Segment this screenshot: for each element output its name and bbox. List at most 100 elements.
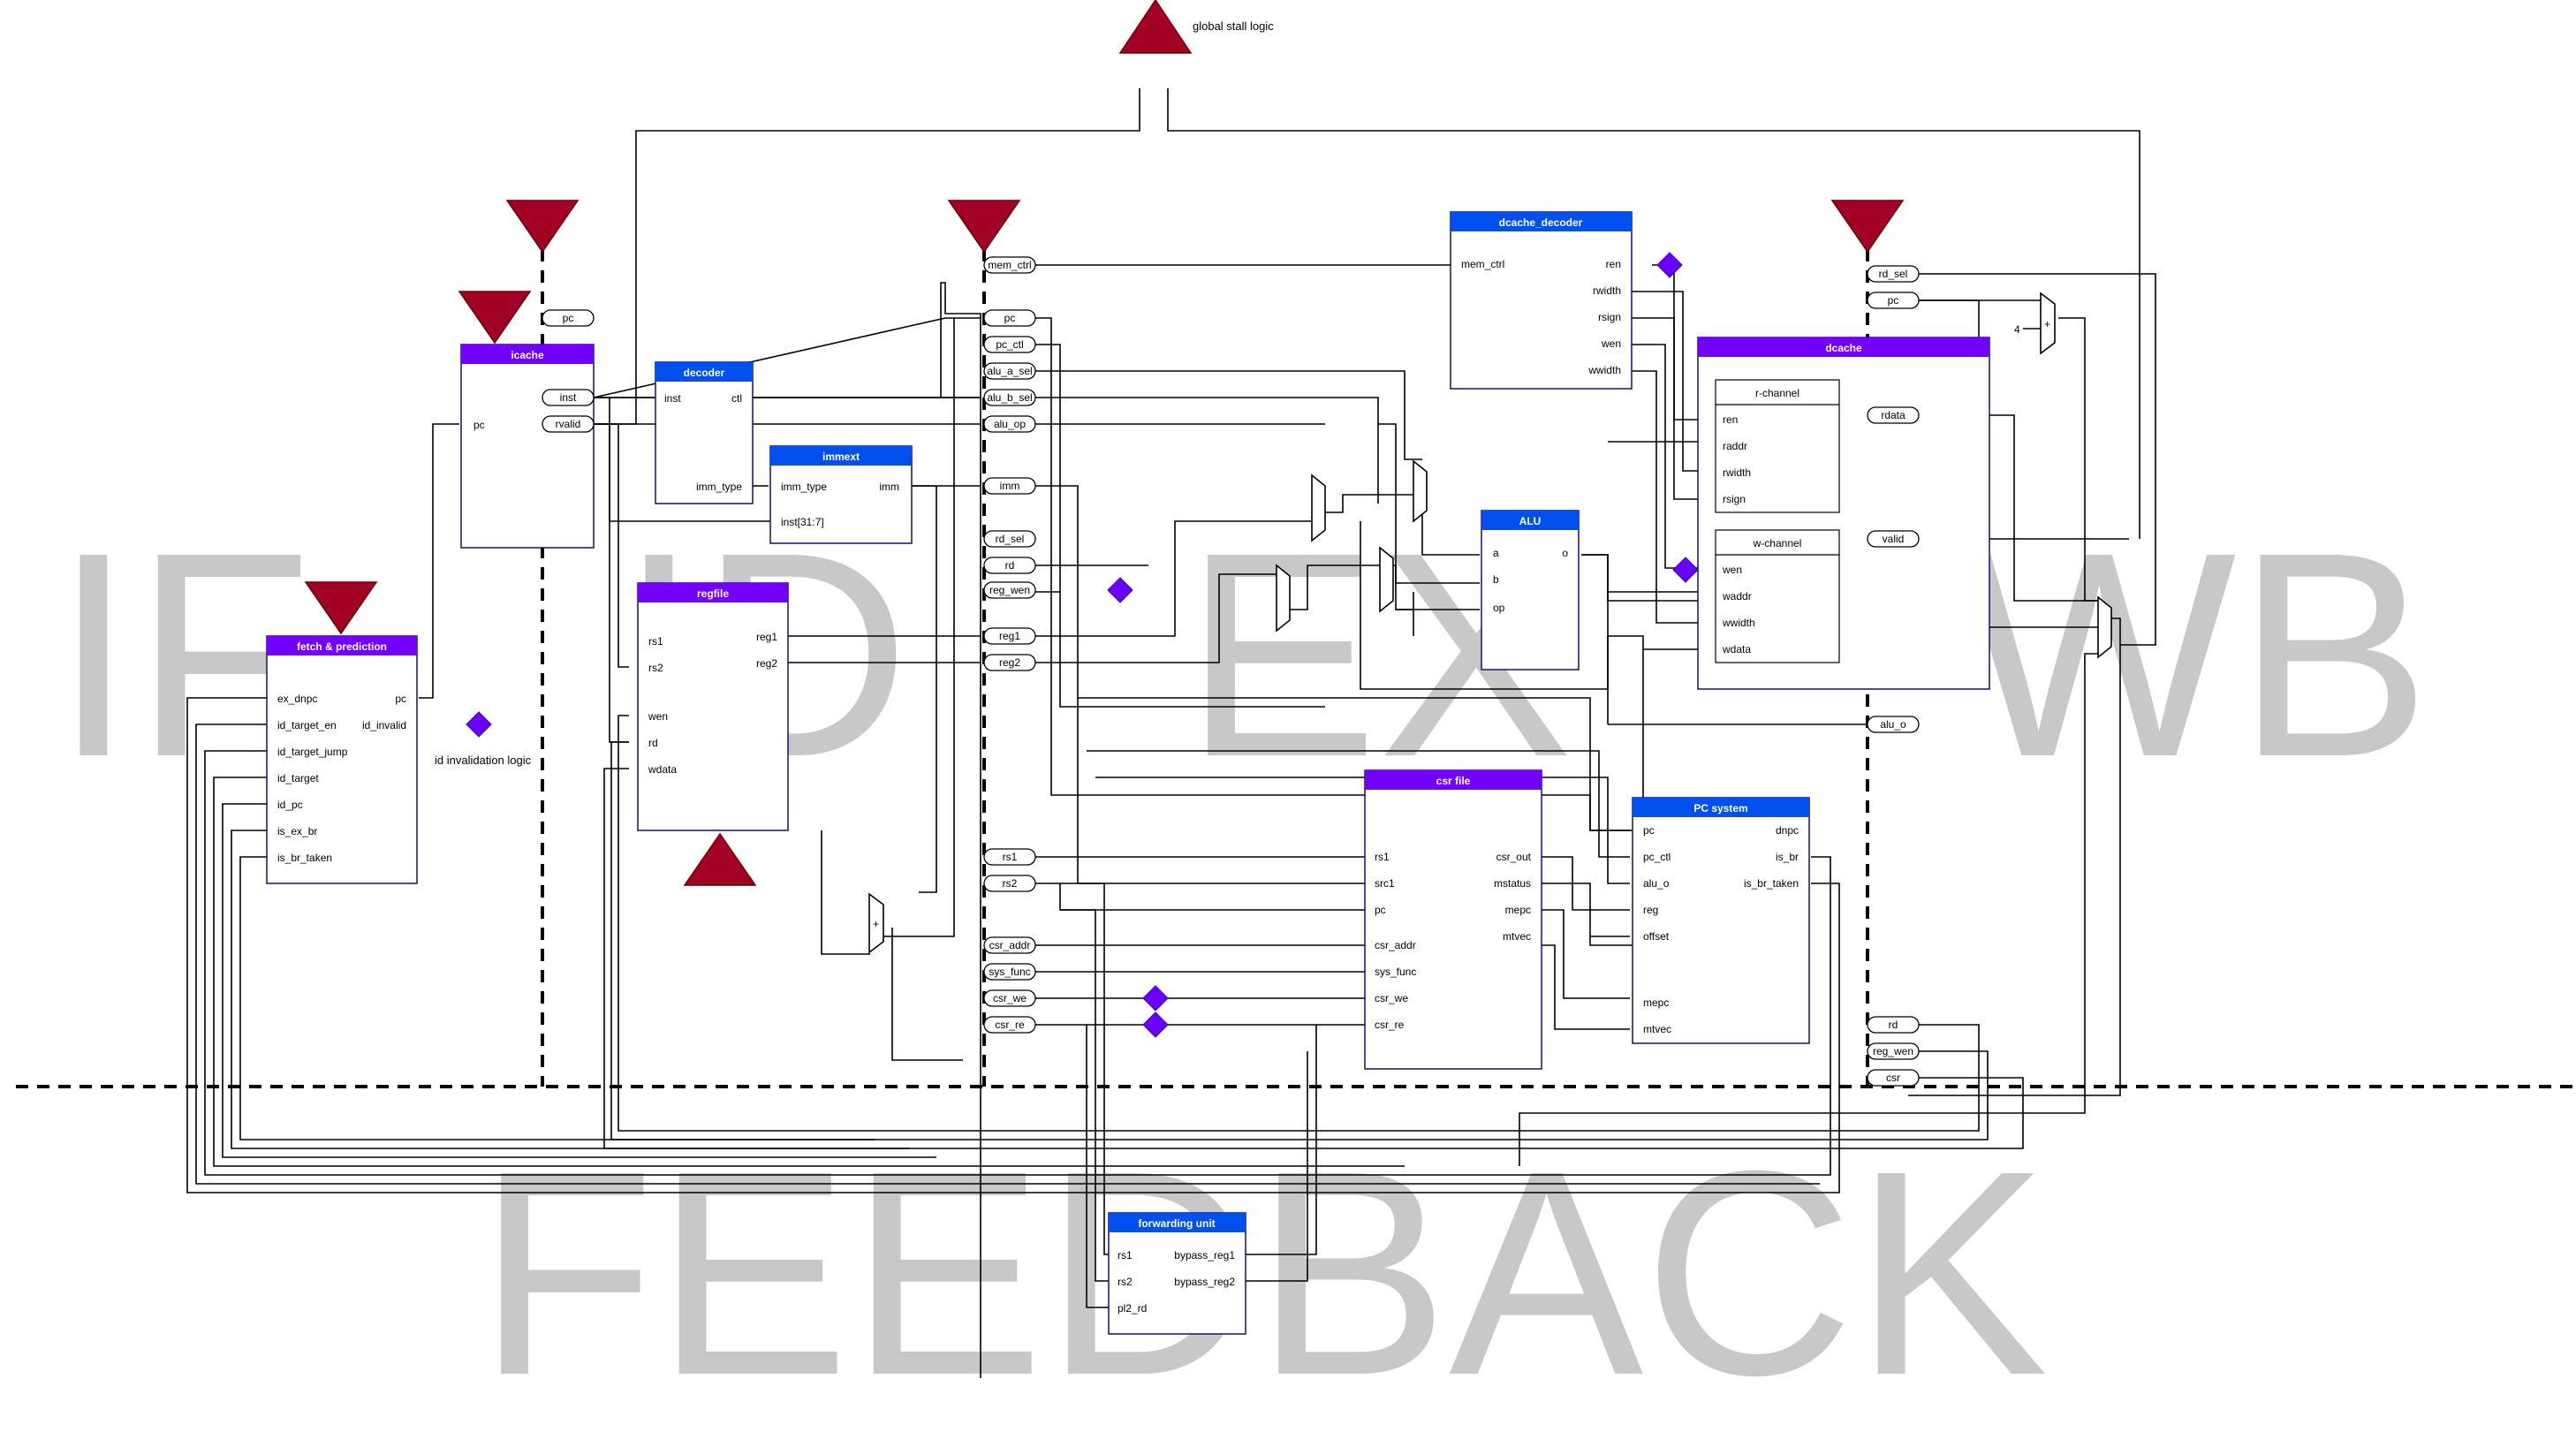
fetch-port-id-target-en: id_target_en [277,719,337,731]
id-ex-reg-rd-sel: rd_sel [996,533,1025,545]
regfile-port-rs2: rs2 [648,662,663,674]
ex-wb-reg-rd-sel: rd_sel [1879,268,1908,280]
regfile-port-wen: wen [648,710,668,723]
ex-wb-reg-rdata: rdata [1881,409,1905,421]
w-channel-port-wen: wen [1722,564,1742,576]
mux-alu-a [1311,474,1326,542]
pc-system-block: PC system pc pc_ctl alu_o reg offset mep… [1632,797,1810,1044]
pc-system-port-is-br: is_br [1776,851,1799,863]
id-ex-reg-sys-func: sys_func [989,966,1030,978]
id-ex-reg-rs1: rs1 [1003,851,1018,863]
adder-id-label: + [873,918,879,930]
junction-diamond [466,711,492,738]
r-channel-port-raddr: raddr [1723,440,1747,452]
pc-system-port-reg: reg [1643,904,1658,916]
pc-system-port-is-br-taken: is_br_taken [1744,877,1799,890]
pc-system-port-offset: offset [1643,930,1670,943]
dcache-decoder-port-wen: wen [1601,337,1621,350]
w-channel-port-waddr: waddr [1722,590,1752,602]
id-ex-reg-pc: pc [1004,312,1016,324]
fetch-title: fetch & prediction [297,640,387,653]
csr-port-sys-func: sys_func [1375,966,1416,978]
forwarding-unit-block: forwarding unit rs1 rs2 pl2_rd bypass_re… [1108,1212,1246,1335]
r-channel-port-rwidth: rwidth [1723,466,1751,479]
fetch-port-ex-dnpc: ex_dnpc [277,693,317,705]
csr-port-rs1: rs1 [1375,851,1390,863]
alu-port-o: o [1562,547,1568,559]
id-ex-reg-csr-addr: csr_addr [989,939,1031,951]
forwarding-port-bypass-reg1: bypass_reg1 [1174,1249,1235,1262]
immext-port-inst: inst[31:7] [781,516,824,528]
forwarding-title: forwarding unit [1138,1217,1215,1230]
adder-wb [2040,292,2056,355]
w-channel-port-wwidth: wwidth [1722,617,1755,629]
regfile-port-rd: rd [648,737,658,749]
decoder-port-inst: inst [664,392,681,405]
regfile-port-rs1: rs1 [648,635,663,648]
immext-block: immext imm_type imm inst[31:7] [769,445,913,544]
fetch-block: fetch & prediction ex_dnpc id_target_en … [266,635,418,884]
ex-wb-reg-alu-o: alu_o [1880,718,1906,731]
wires [186,88,2156,1378]
fetch-port-id-target-jump: id_target_jump [277,746,348,758]
pc-system-port-dnpc: dnpc [1776,824,1799,837]
if-id-reg-inst: inst [560,391,577,404]
forwarding-port-rs2: rs2 [1118,1276,1133,1288]
regfile-port-wdata: wdata [648,763,677,776]
pc-system-port-pc-ctl: pc_ctl [1643,851,1671,863]
pc-system-title: PC system [1693,802,1747,814]
dcache-decoder-port-rwidth: rwidth [1593,284,1621,297]
r-channel-title: r-channel [1755,387,1799,399]
dcache-decoder-port-rsign: rsign [1598,311,1621,323]
if-id-reg-pc: pc [563,312,574,324]
ex-wb-reg-reg-wen: reg_wen [1873,1045,1913,1057]
muxes [868,292,2112,954]
id-ex-reg-imm: imm [1000,480,1020,492]
csr-port-csr-re: csr_re [1375,1019,1405,1031]
dcache-decoder-port-mem-ctrl: mem_ctrl [1461,258,1504,270]
stall-triangle-if-id [505,200,580,254]
global-stall-label: global stall logic [1193,19,1274,33]
csr-port-mstatus: mstatus [1494,877,1531,890]
junction-diamond [1107,577,1133,603]
dcache-block: dcache r-channel ren raddr rwidth rsign … [1697,337,1990,690]
junction-diamond [1142,985,1169,1011]
id-ex-reg-alu-b-sel: alu_b_sel [987,391,1032,404]
id-ex-reg-mem-ctrl: mem_ctrl [988,259,1031,271]
immext-port-imm: imm [879,481,899,493]
dcache-decoder-port-wwidth: wwidth [1587,364,1621,376]
w-channel-title: w-channel [1753,537,1802,549]
junction-diamond [1656,252,1683,278]
dcache-decoder-port-ren: ren [1606,258,1621,270]
dcache-decoder-title: dcache_decoder [1499,216,1583,229]
stall-triangle-regfile [683,832,757,886]
decoder-title: decoder [684,367,725,379]
id-ex-reg-alu-op: alu_op [994,418,1026,430]
id-ex-reg-reg2: reg2 [999,656,1020,669]
fetch-port-pc: pc [395,693,406,705]
mux-alu-op [1413,459,1428,523]
r-channel-port-rsign: rsign [1723,493,1746,505]
dcache-decoder-block: dcache_decoder mem_ctrl ren rwidth rsign… [1450,211,1633,390]
icache-block: icache pc [460,344,595,549]
csr-port-src1: src1 [1375,877,1395,890]
id-ex-reg-csr-we: csr_we [993,992,1027,1004]
ex-wb-reg-csr: csr [1886,1072,1900,1084]
w-channel-port-wdata: wdata [1722,643,1751,655]
csr-port-csr-we: csr_we [1375,992,1408,1004]
pc-system-port-pc: pc [1643,824,1655,837]
id-ex-reg-rs2: rs2 [1003,877,1018,890]
regfile-port-reg2: reg2 [756,657,777,670]
fetch-port-id-pc: id_pc [277,799,303,811]
pc-system-port-mtvec: mtvec [1643,1023,1671,1035]
pc-system-port-alu-o: alu_o [1643,877,1670,890]
decoder-port-imm-type: imm_type [696,481,742,493]
fetch-port-is-ex-br: is_ex_br [277,825,317,837]
if-id-reg-rvalid: rvalid [556,418,581,430]
fetch-port-is-br-taken: is_br_taken [277,852,332,864]
forwarding-port-rs1: rs1 [1118,1249,1133,1262]
alu-title: ALU [1519,515,1542,527]
id-invalidation-label: id invalidation logic [435,754,532,767]
alu-block: ALU a b op o [1481,510,1580,671]
